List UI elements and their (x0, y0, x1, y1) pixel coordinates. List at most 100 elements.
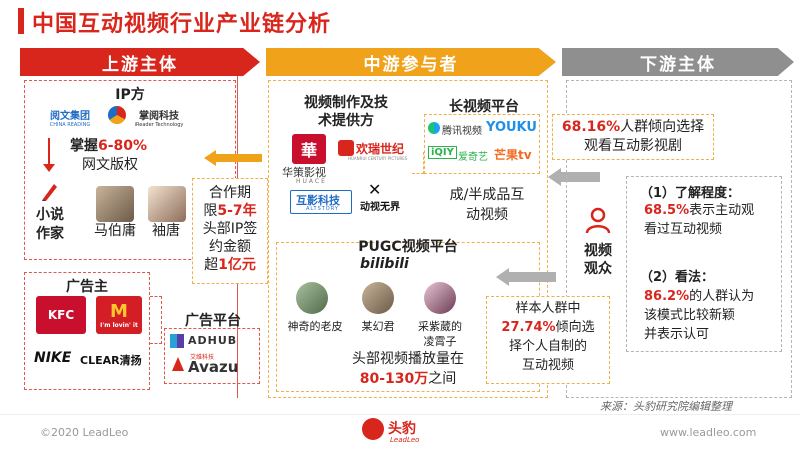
producer-connector (412, 152, 424, 174)
stat2-line-1: 样本人群中 (515, 301, 581, 316)
pugc-stat-1: 头部视频播放量在 (352, 351, 464, 367)
zhangyue-icon (108, 106, 126, 124)
creator-name-3a: 采紫葳的 (418, 320, 462, 333)
huanrui-icon (338, 140, 354, 156)
opinion-line-3: 并表示认可 (644, 327, 710, 342)
opinion-title: （2）看法： (640, 270, 715, 285)
writer-name-1: 马伯庸 (94, 223, 136, 239)
youku-logo: YOUKU (486, 120, 537, 135)
viewer-label-2: 观众 (584, 261, 612, 277)
creator-name-1: 神奇的老皮 (287, 320, 343, 333)
mcdonalds-logo: M I'm lovin' it (96, 296, 142, 334)
viewer-label-1: 视频 (584, 243, 612, 259)
avazu-icon (172, 356, 184, 371)
awareness-title: （1）了解程度： (640, 186, 741, 201)
creator-name-2: 某幻君 (361, 320, 395, 333)
arrow-down-to-mid-1-icon (548, 168, 561, 186)
contract-line-5: 超1亿元 (204, 257, 256, 273)
ip-grasp-desc: 网文版权 (82, 157, 138, 173)
midstream-outline (268, 80, 548, 398)
pen-icon (40, 180, 60, 202)
stat2-box (486, 296, 610, 384)
pugc-stat-2: 80-130万之间 (359, 371, 457, 387)
advertiser-title: 广告主 (66, 279, 108, 295)
footer-divider (0, 414, 800, 415)
altstory-frame (290, 190, 352, 214)
contract-box (192, 178, 268, 284)
iqiyi-icon: iQIY (428, 146, 457, 159)
stat2-line-4: 互动视频 (521, 358, 574, 373)
avazu-logo: Avazu (188, 358, 239, 376)
adhub-icon (170, 334, 184, 348)
contract-line-4: 约金额 (209, 239, 251, 255)
mango-logo: 芒果tv (494, 148, 532, 162)
arrow-down-to-mid-2-icon (496, 268, 509, 286)
writer-label-1: 小说 (36, 207, 64, 223)
down-arrow-shaft (48, 138, 50, 166)
opinion-line-1: 86.2%的人群认为 (644, 289, 755, 304)
stat1-line-1: 68.16%人群倾向选择 (561, 119, 705, 135)
down-arrow-icon (43, 164, 55, 172)
nike-logo: NIKE (34, 350, 72, 366)
avazu-sub: 艾维科技 (190, 354, 215, 361)
iqiyi-logo: 爱奇艺 (458, 152, 488, 163)
header-downstream: 下游主体 (562, 48, 794, 76)
long-video-title: 长视频平台 (449, 99, 519, 115)
source-note: 来源：头豹研究院编辑整理 (600, 400, 732, 413)
tencent-video-logo: 腾讯视频 (442, 126, 482, 137)
creator-avatar-1 (296, 282, 328, 314)
awareness-line-1: 68.5%表示主动观 (644, 203, 755, 218)
long-video-output-2: 动视频 (466, 207, 508, 223)
header-upstream: 上游主体 (20, 48, 260, 76)
leadleo-brand: 头豹 (388, 421, 416, 437)
arrow-down-to-mid-2-shaft (508, 272, 556, 282)
zhangyue-logo: 掌阅科技 iReader Technology (134, 110, 184, 128)
pugc-title: PUGC视频平台 (358, 239, 458, 255)
stat1-box (552, 114, 714, 160)
altstory-sub: ALTSTORY (306, 206, 339, 212)
adhub-logo: ADHUB (188, 334, 238, 347)
arrow-mid-to-up-icon (204, 150, 216, 166)
title-accent-bar (18, 8, 24, 34)
creator-name-3b: 凌霄子 (423, 335, 457, 348)
advertiser-panel (24, 272, 150, 390)
clear-logo: CLEAR清扬 (80, 354, 142, 367)
writer-label-2: 作家 (36, 226, 64, 242)
yuewen-logo: 阅文集团 CHINA READING (49, 110, 91, 128)
ip-party-panel (24, 80, 236, 260)
ad-platform-panel (164, 328, 260, 384)
huanrui-logo: 欢瑞世纪 (356, 142, 405, 156)
ip-party-title: IP方 (115, 87, 145, 103)
contract-line-1: 合作期 (209, 185, 251, 201)
user-icon (584, 206, 612, 234)
dongshi-icon: ✕ (368, 180, 382, 199)
contract-line-3: 头部IP签 (202, 221, 258, 237)
huace-icon: 華 (292, 134, 326, 164)
producer-title-1: 视频制作及技 (304, 95, 388, 111)
writer-name-2: 袖唐 (152, 223, 180, 239)
altstory-logo: 互影科技 (296, 194, 340, 207)
writer-photo-xiutang (148, 186, 186, 222)
tencent-video-icon (428, 122, 440, 134)
creator-avatar-2 (362, 282, 394, 314)
huanrui-sub: HUANRUI CENTURY PICTURES (348, 156, 408, 161)
stat2-line-2: 27.74%倾向选 (501, 320, 595, 335)
arrow-down-to-mid-1-shaft (560, 172, 600, 182)
awareness-line-2: 看过互动视频 (644, 222, 723, 237)
downstream-outline (566, 80, 792, 398)
producer-title-2: 术提供方 (318, 113, 374, 129)
header-midstream: 中游参与者 (266, 48, 556, 76)
advertiser-connector (150, 296, 162, 344)
huace-sub: HUACE (296, 178, 327, 185)
ip-grasp: 掌握6-80% (70, 138, 148, 154)
bilibili-logo: bilibili (360, 256, 409, 272)
kfc-logo: KFC (36, 296, 86, 334)
stat2-line-3: 择个人自制的 (508, 339, 587, 354)
long-video-output-1: 成/半成品互 (449, 187, 525, 203)
ad-platform-title: 广告平台 (185, 313, 241, 329)
footer-url[interactable]: www.leadleo.com (660, 426, 757, 439)
arrow-mid-to-up-shaft (216, 154, 262, 162)
footer-copyright: ©2020 LeadLeo (40, 426, 129, 439)
stat1-line-2: 观看互动影视剧 (584, 138, 682, 154)
dongshi-logo: 动视无界 (360, 202, 400, 213)
